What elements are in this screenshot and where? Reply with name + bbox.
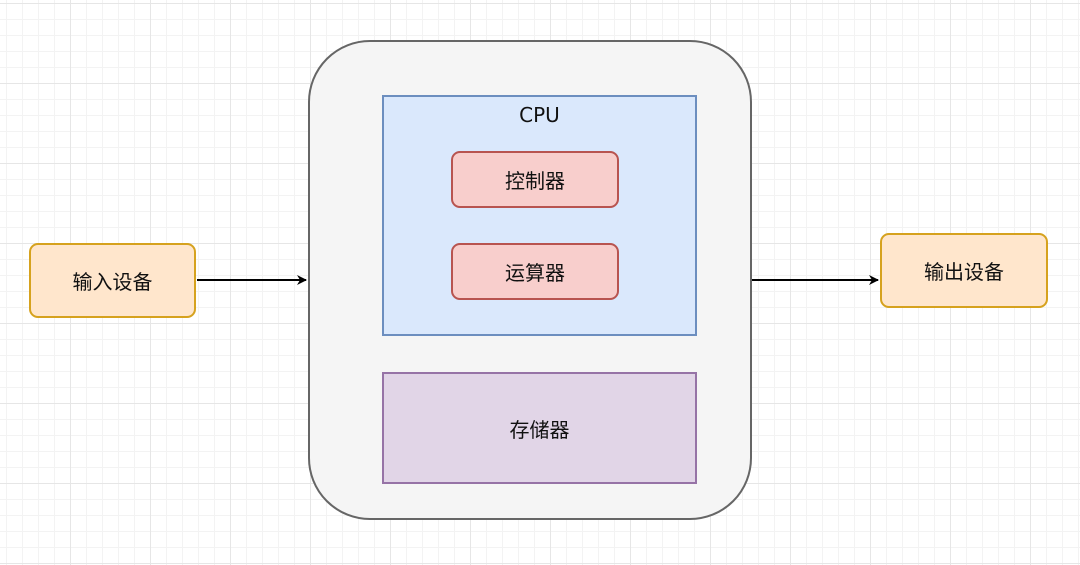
output-device-box[interactable]: 输出设备 [880, 233, 1048, 308]
controller-label: 控制器 [505, 169, 565, 193]
cpu-label: CPU [519, 103, 560, 127]
controller-box[interactable]: 控制器 [451, 151, 619, 208]
input-device-box[interactable]: 输入设备 [29, 243, 196, 318]
memory-box[interactable]: 存储器 [382, 372, 697, 484]
memory-label: 存储器 [509, 417, 570, 442]
arithmetic-unit-label: 运算器 [505, 261, 565, 285]
arithmetic-unit-box[interactable]: 运算器 [451, 243, 619, 300]
input-device-label: 输入设备 [72, 270, 153, 294]
output-device-label: 输出设备 [924, 260, 1004, 284]
